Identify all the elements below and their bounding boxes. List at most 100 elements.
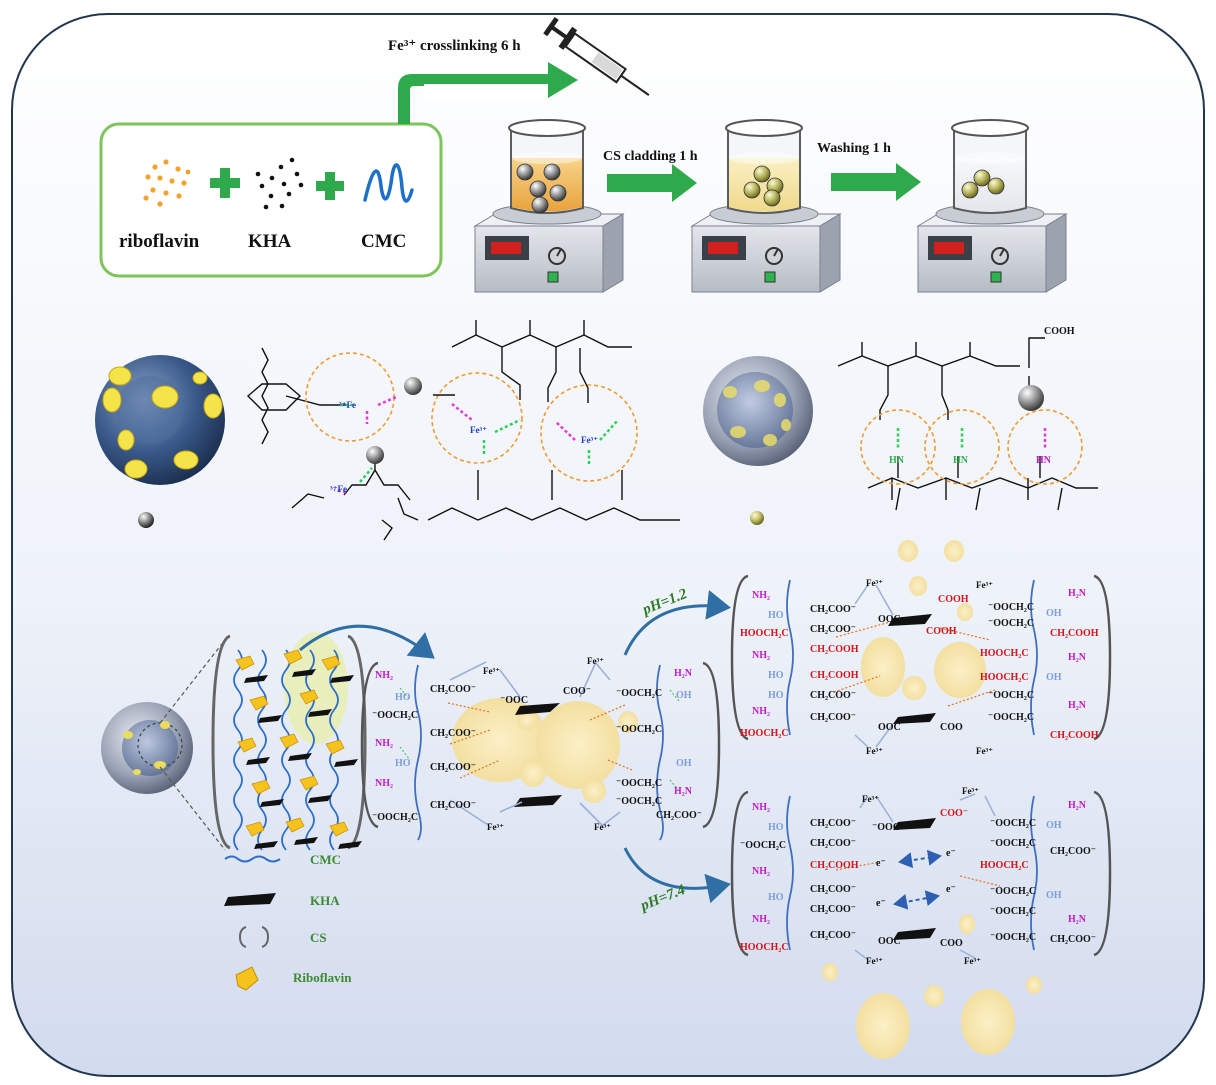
riboflavin-flake — [283, 649, 303, 665]
chem-label: HO — [768, 822, 784, 833]
chem-label: ⁻OOCH₂C — [990, 932, 1037, 943]
chem-label: OH — [1046, 672, 1062, 683]
chem-label: CH₂COO⁻ — [810, 624, 857, 635]
kha-flake — [244, 675, 268, 683]
chem-label: H₂N — [1068, 652, 1086, 663]
chem-label: Fe³⁺ — [594, 822, 611, 832]
chem-label: Fe³⁺ — [587, 656, 604, 666]
chem-label: COOH — [926, 626, 957, 637]
chem-label: CH₂COOH — [1050, 730, 1099, 741]
kha-flake — [254, 841, 278, 849]
chem-label: ⁻OOCH₂C — [616, 688, 663, 699]
riboflavin-flake — [245, 821, 265, 837]
cladding-step-label: CS cladding 1 h — [603, 149, 698, 164]
carboxyl-label: COOH — [1044, 326, 1075, 337]
riboflavin-flake — [299, 689, 319, 705]
magnetic-stirrer-1 — [473, 119, 625, 293]
legend-riboflavin: Riboflavin — [293, 970, 352, 985]
magnetic-stirrer-3 — [916, 119, 1068, 293]
chem-label: H₂N — [1068, 700, 1086, 711]
chem-label: Fe³⁺ — [483, 666, 500, 676]
cmc-chain — [233, 649, 243, 851]
chem-label: Fe³⁺ — [487, 822, 504, 832]
riboflavin-flake — [249, 695, 269, 711]
riboflavin-flake — [321, 655, 341, 671]
kha-node-icon — [366, 446, 384, 464]
chem-label: ⁻OOCH₂C — [990, 838, 1037, 849]
chem-label: CH₂COO⁻ — [810, 604, 857, 615]
chem-label: OH — [676, 690, 692, 701]
chem-label: ⁻OOCH₂C — [990, 818, 1037, 829]
chem-label: Fe³⁺ — [964, 956, 981, 966]
cmc-chain — [305, 649, 315, 851]
cs-legend-icon — [238, 926, 270, 948]
neutral-release-structure — [730, 790, 1112, 961]
chem-label: COO⁻ — [940, 808, 969, 819]
kha-flake — [294, 837, 318, 845]
riboflavin-flake — [235, 655, 255, 671]
chem-label: ⁻OOCH₂C — [740, 840, 787, 851]
amine-label: HN — [953, 455, 968, 466]
kha-flake — [260, 799, 284, 807]
chem-label: CH₂COOH — [810, 860, 859, 871]
riboflavin-flake — [279, 733, 299, 749]
kha-flake — [308, 709, 332, 717]
chem-label: NH₂ — [752, 650, 770, 661]
chem-label: OH — [676, 758, 692, 769]
kha-flake — [292, 669, 316, 677]
kha-flake — [246, 757, 270, 765]
washing-arrow — [831, 163, 921, 201]
chem-label: H₂N — [674, 668, 692, 679]
chem-label: ⁻OOCH₂C — [616, 796, 663, 807]
acid-release-structure — [730, 540, 1112, 748]
chem-label: ⁻OOC — [500, 695, 529, 706]
cs-cladding-structure — [837, 337, 1098, 511]
chem-label: HOOCH₂C — [740, 628, 789, 639]
plus-icon — [316, 172, 344, 200]
chem-label: Fe³⁺ — [976, 580, 993, 590]
chem-label: CH₂COO⁻ — [810, 930, 857, 941]
chem-label: NH₂ — [752, 706, 770, 717]
chem-label: HO — [768, 690, 784, 701]
composite-bead — [95, 355, 225, 485]
chem-label: ⁻OOCH₂C — [990, 886, 1037, 897]
chem-label: Fe³⁺ — [962, 786, 979, 796]
chem-label: ⁻OOCH₂C — [988, 618, 1035, 629]
chem-label: NH₂ — [752, 914, 770, 925]
cladding-arrow — [607, 164, 697, 202]
chem-label: COOH — [938, 594, 969, 605]
riboflavin-legend-icon — [235, 966, 259, 991]
zoom-arrow — [299, 624, 435, 659]
chem-label: e⁻ — [876, 898, 886, 909]
riboflavin-flake — [325, 739, 345, 755]
chem-label: Fe³⁺ — [862, 794, 879, 804]
coordination-bonds — [333, 395, 619, 494]
chem-label: NH₂ — [752, 802, 770, 813]
chem-label: OOC — [878, 936, 901, 947]
chem-label: HO — [768, 670, 784, 681]
chem-label: CH₂COO⁻ — [1050, 846, 1097, 857]
chem-label: OOC — [878, 614, 901, 625]
chem-label: CH₂COO⁻ — [1050, 934, 1097, 945]
kha-flake — [334, 759, 358, 767]
legend-cs: CS — [310, 930, 327, 945]
riboflavin-flake — [285, 817, 305, 833]
cmc-wave-icon — [363, 163, 414, 203]
chem-label: NH₂ — [375, 778, 393, 789]
chem-label: Fe³⁺ — [866, 578, 883, 588]
chem-label: CH₂COOH — [810, 644, 859, 655]
kha-flake — [258, 715, 282, 723]
chem-label: ⁻OOCH₂C — [988, 602, 1035, 613]
chem-label: CH₂COO⁻ — [430, 684, 477, 695]
fe-ion-label: Fe³⁺ — [470, 425, 487, 435]
chem-label: COO⁻ — [563, 686, 592, 697]
fe-ion-label: ³⁺Fe — [330, 484, 347, 494]
chem-label: ⁻OOCH₂C — [372, 812, 419, 823]
riboflavin-flake — [299, 775, 319, 791]
crosslink-step-label: Fe³⁺ crosslinking 6 h — [388, 38, 521, 54]
chem-label: Fe³⁺ — [976, 746, 993, 756]
plus-icon — [210, 168, 240, 198]
legend-cmc: CMC — [310, 852, 342, 867]
legend-kha: KHA — [310, 893, 340, 908]
